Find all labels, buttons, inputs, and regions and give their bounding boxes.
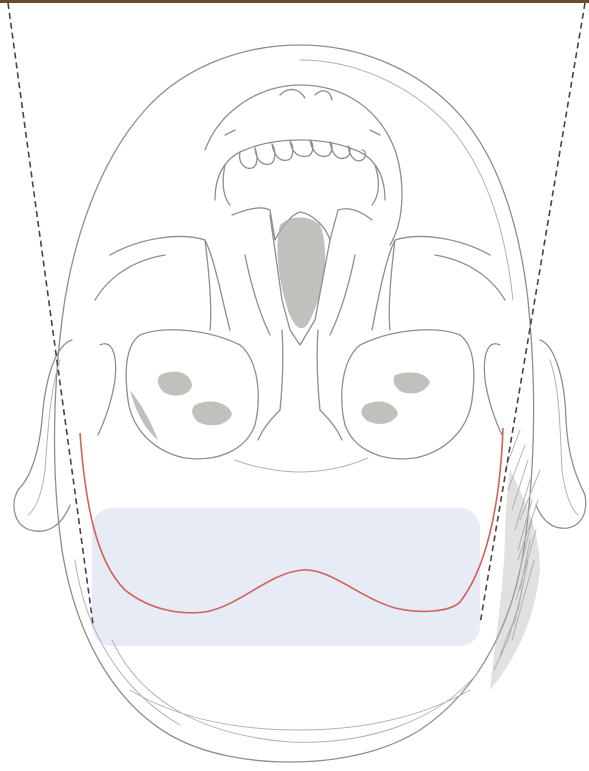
left-glenoid-fossa [126,330,258,459]
central-ridge [280,330,320,410]
right-glenoid-fossa [342,330,474,459]
left-dashed-line [8,3,93,624]
left-zygomatic-arch [110,236,230,330]
upper-teeth [215,140,385,200]
highlight-region [92,508,480,646]
right-ear [536,340,586,528]
left-ear [14,340,72,531]
top-image-strip [0,0,589,3]
skull-drawing [14,45,586,762]
